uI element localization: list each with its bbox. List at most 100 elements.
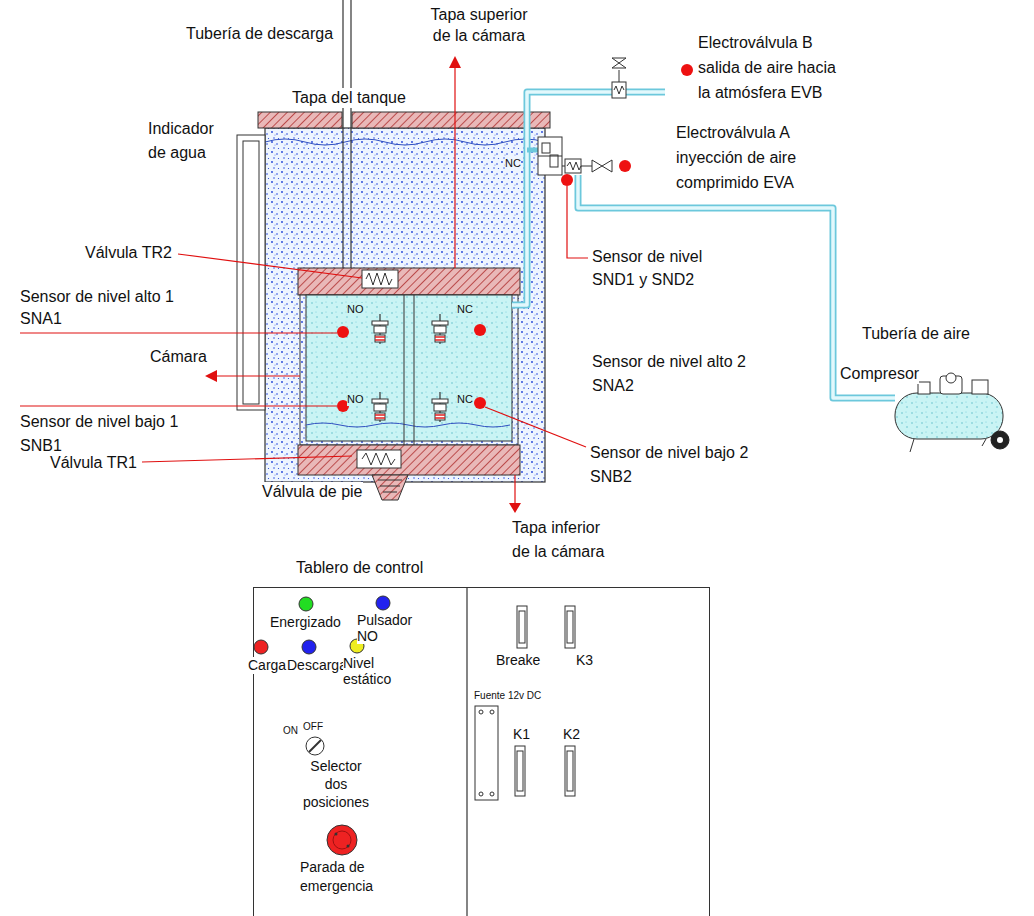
callout-label: Sensor de nivel bajo 2 SNB2 xyxy=(590,441,760,489)
chamber xyxy=(306,295,512,441)
discharge-pipe xyxy=(342,0,343,270)
panel-parts xyxy=(567,611,573,643)
panel-parts xyxy=(475,706,498,800)
valve-tr2 xyxy=(362,270,398,288)
callout-dots xyxy=(474,397,486,409)
callout-label: Tubería de descarga xyxy=(186,24,333,44)
callout-dots xyxy=(474,324,486,336)
callout-label: Válvula TR1 xyxy=(50,453,137,473)
callout-label: K1 xyxy=(513,726,530,743)
callout-label: Sensor de nivel SND1 y SND2 xyxy=(592,245,717,291)
callout-label: NC xyxy=(505,157,521,170)
callout-label: OFF xyxy=(303,721,323,733)
panel-parts xyxy=(333,831,351,849)
panel-parts xyxy=(565,746,575,796)
valve-tr1 xyxy=(357,450,401,468)
foot-valve xyxy=(372,475,408,500)
valve-tr2 xyxy=(362,270,398,288)
compressor xyxy=(910,439,914,452)
callout-label: Breake xyxy=(496,652,540,669)
leader-lines xyxy=(20,332,337,333)
panel-parts xyxy=(376,596,390,610)
foot-valve xyxy=(372,475,408,500)
panel-parts xyxy=(517,751,523,791)
callout-dots xyxy=(619,160,631,172)
callout-label: Parada de emergencia xyxy=(300,858,380,896)
tank xyxy=(265,128,545,482)
panel-parts xyxy=(490,710,494,714)
level-sensors xyxy=(432,392,448,422)
callout-label: Sensor de nivel alto 1 SNA1 xyxy=(20,286,190,330)
leader-arrowheads xyxy=(449,56,461,68)
solenoid-valve-a xyxy=(592,160,612,172)
callout-label: Electroválvula A inyección de aire compr… xyxy=(676,120,808,195)
callout-label: Tapa inferior de la cámara xyxy=(512,516,612,564)
panel-parts xyxy=(515,746,525,796)
leader-lines xyxy=(454,66,455,268)
water-indicator xyxy=(237,135,265,410)
callout-label: Carga xyxy=(248,657,286,674)
panel-heading: Tablero de control xyxy=(296,558,423,578)
callout-label: K2 xyxy=(563,726,580,743)
callout-dots xyxy=(337,326,349,338)
callout-label: Cámara xyxy=(150,347,207,367)
solenoid-valve-b xyxy=(619,70,620,82)
valve-tr1 xyxy=(357,450,401,468)
foot-valve xyxy=(378,480,402,492)
panel-parts xyxy=(309,740,321,752)
compressor xyxy=(895,393,1003,439)
compressor xyxy=(982,439,986,446)
callout-label: Pulsador NO xyxy=(357,612,422,644)
callout-label: ON xyxy=(283,725,298,737)
valve-tr2 xyxy=(366,273,392,285)
panel-parts xyxy=(490,792,494,796)
chamber xyxy=(414,295,415,445)
callout-label: K3 xyxy=(576,652,593,669)
solenoid-valve-b xyxy=(612,58,626,98)
callout-label: Válvula TR2 xyxy=(85,243,172,263)
valve-block xyxy=(538,137,562,175)
callout-dots xyxy=(561,174,573,186)
chamber xyxy=(298,445,520,475)
leader-lines xyxy=(20,66,588,503)
panel-parts xyxy=(466,587,467,916)
tank xyxy=(265,128,545,482)
compressor xyxy=(895,373,1009,452)
solenoid-valve-a xyxy=(565,159,581,173)
level-sensors xyxy=(372,392,388,422)
callout-label: Tapa del tanque xyxy=(292,88,406,108)
panel-parts xyxy=(519,611,525,643)
panel-parts xyxy=(254,640,268,654)
level-sensors xyxy=(372,314,388,344)
discharge-pipe xyxy=(343,0,351,270)
leader-lines xyxy=(216,375,300,376)
leader-lines xyxy=(20,405,337,406)
callout-label: NO xyxy=(347,393,364,406)
solenoid-valve-a xyxy=(581,166,592,167)
leader-arrowheads xyxy=(205,56,521,513)
valve-block xyxy=(550,155,558,167)
chamber xyxy=(298,268,520,475)
valve-block xyxy=(538,137,562,175)
callout-label: Indicador de agua xyxy=(148,117,222,165)
panel-parts xyxy=(565,606,575,648)
panel-parts xyxy=(479,792,483,796)
callout-label: Energizado xyxy=(270,614,341,631)
compressor xyxy=(946,373,956,383)
leader-lines xyxy=(567,186,588,258)
chamber xyxy=(300,295,518,445)
water-indicator xyxy=(243,141,259,404)
solenoid-valve-b xyxy=(612,82,626,98)
callout-dots xyxy=(681,64,693,76)
callout-label: Sensor de nivel bajo 1 SNB1 xyxy=(20,410,190,458)
solenoid-valve-b xyxy=(612,58,626,68)
valve-block xyxy=(538,156,562,157)
callout-label: Nivel estático xyxy=(343,655,398,687)
tank-lid xyxy=(352,112,550,128)
callout-label: Sensor de nivel alto 2 SNA2 xyxy=(592,350,762,398)
water-indicator xyxy=(237,135,265,410)
callout-label: NC xyxy=(457,393,473,406)
compressor xyxy=(918,382,930,394)
tank xyxy=(265,139,545,145)
panel-parts xyxy=(335,833,338,836)
